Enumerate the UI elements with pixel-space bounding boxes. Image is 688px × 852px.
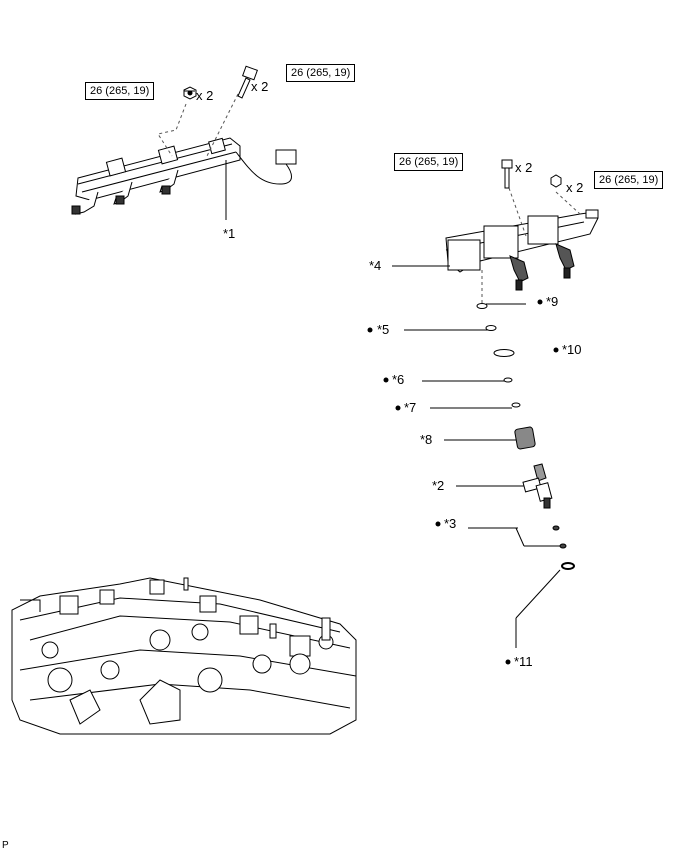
o-ring-5-icon	[485, 325, 497, 331]
callout-9: *9	[546, 294, 559, 309]
insulator-10-icon	[493, 349, 515, 357]
torque-spec-right-bolt: 26 (265, 19)	[394, 153, 464, 171]
callout-3: *3	[444, 516, 457, 531]
o-ring-7-icon	[511, 402, 521, 408]
new-part-markers	[367, 299, 559, 665]
torque-spec-left-bolt: 26 (265, 19)	[286, 64, 356, 82]
left-bolt-icon	[237, 65, 258, 99]
qty-left-nut: x 2	[196, 88, 214, 103]
callout-7: *7	[404, 400, 417, 415]
callout-4: *4	[369, 258, 382, 273]
right-bolt-icon	[501, 159, 513, 189]
callout-10: *10	[562, 342, 582, 357]
left-nut-icon	[183, 86, 197, 100]
o-ring-9-icon	[476, 303, 488, 309]
engine-illustration	[11, 577, 357, 735]
qty-right-nut: x 2	[566, 180, 584, 195]
o-ring-3b-icon	[559, 543, 567, 549]
right-fuel-rail-assembly	[445, 209, 599, 291]
callout-5: *5	[377, 322, 390, 337]
o-ring-6-icon	[503, 377, 513, 383]
right-nut-icon	[550, 174, 562, 188]
callout-8: *8	[420, 432, 433, 447]
torque-spec-left-nut: 26 (265, 19)	[85, 82, 155, 100]
callout-11: *11	[514, 654, 533, 669]
gasket-11-icon	[561, 562, 575, 570]
left-fuel-rail-assembly	[71, 137, 297, 220]
right-hidden-lines	[481, 187, 581, 306]
qty-right-bolt: x 2	[515, 160, 533, 175]
spacer-8-icon	[514, 426, 536, 450]
torque-spec-right-nut: 26 (265, 19)	[594, 171, 664, 189]
o-ring-3a-icon	[552, 525, 560, 531]
qty-left-bolt: x 2	[251, 79, 269, 94]
injector-2-icon	[522, 463, 553, 509]
leader-lines	[392, 265, 562, 648]
callout-2: *2	[432, 478, 445, 493]
callout-1: *1	[223, 226, 236, 241]
figure-code: P	[2, 840, 9, 851]
left-hidden-lines	[157, 93, 239, 159]
callout-6: *6	[392, 372, 405, 387]
